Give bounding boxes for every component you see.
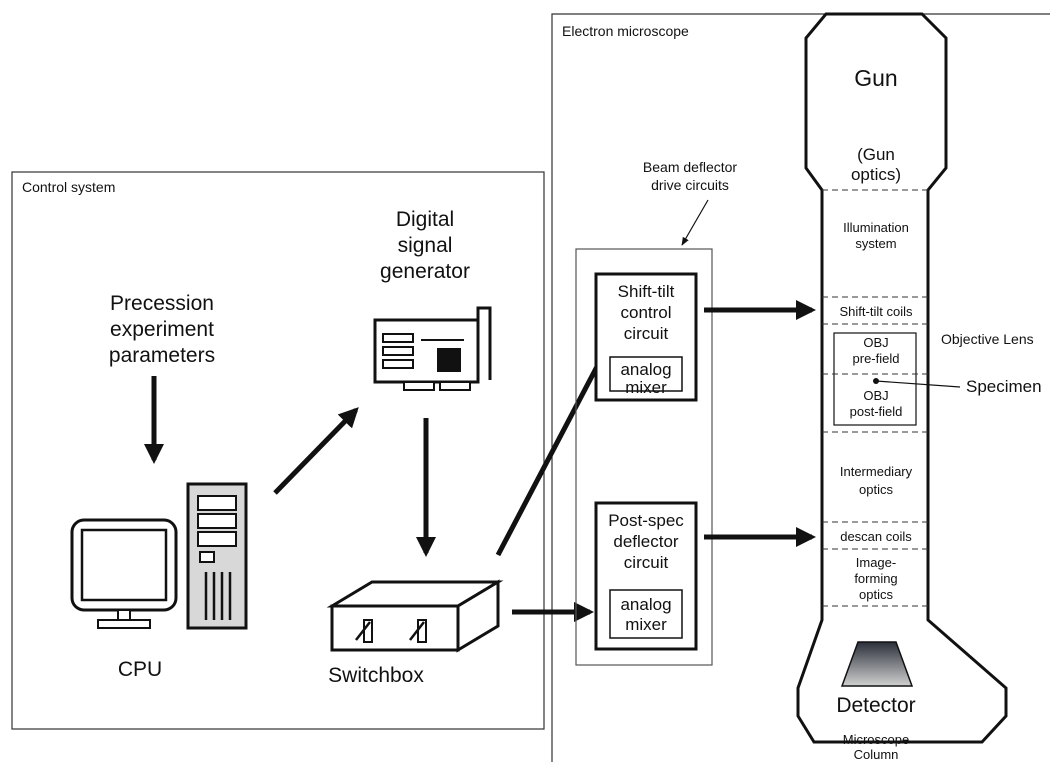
- post-spec-mixer-line2: mixer: [625, 615, 667, 634]
- expansion-card-icon: [373, 306, 492, 391]
- column-detector: Detector: [836, 694, 915, 717]
- shift-tilt-line1: Shift-tilt: [618, 282, 675, 301]
- dsg-label-line2: signal: [398, 234, 453, 257]
- shift-tilt-line3: circuit: [624, 324, 669, 343]
- column-illumination-line1: Illumination: [843, 220, 909, 235]
- precession-label-line1: Precession: [110, 292, 214, 315]
- obj-pre-line1: OBJ: [863, 335, 888, 350]
- objective-lens-box: [833, 332, 917, 426]
- objective-lens-label: Objective Lens: [941, 331, 1034, 347]
- shift-tilt-analog-mixer: [609, 356, 683, 392]
- detector-icon: [840, 641, 914, 687]
- precession-label-line2: experiment: [110, 318, 214, 341]
- beam-deflector-label-line1: Beam deflector: [643, 159, 737, 175]
- arrow-beam-deflector: [681, 199, 709, 246]
- specimen-label: Specimen: [966, 377, 1042, 396]
- control-system-panel: [11, 171, 545, 730]
- column-descan-coils: descan coils: [840, 529, 912, 544]
- column-shift-tilt-coils: Shift-tilt coils: [840, 304, 913, 319]
- cpu-label: CPU: [118, 658, 162, 681]
- switchbox-label: Switchbox: [328, 664, 424, 687]
- obj-post-line1: OBJ: [863, 388, 888, 403]
- obj-pre-line2: pre-field: [853, 351, 900, 366]
- dsg-label-line1: Digital: [396, 208, 454, 231]
- beam-deflector-label-line2: drive circuits: [651, 177, 729, 193]
- post-spec-line3: circuit: [624, 553, 669, 572]
- column-intermediary-line2: optics: [859, 482, 893, 497]
- dsg-label-line3: generator: [380, 260, 470, 283]
- specimen-leader: [875, 380, 961, 388]
- post-spec-line2: deflector: [613, 532, 679, 551]
- microscope-column-line2: Column: [854, 747, 899, 762]
- post-spec-line1: Post-spec: [608, 511, 684, 530]
- post-spec-mixer-line1: analog: [620, 595, 671, 614]
- microscope-column-line1: Microscope: [843, 732, 909, 747]
- computer-icon: [70, 482, 248, 630]
- column-intermediary-line1: Intermediary: [840, 464, 913, 479]
- shift-tilt-line2: control: [620, 303, 671, 322]
- column-image-forming-line3: optics: [859, 587, 893, 602]
- precession-label-line3: parameters: [109, 344, 215, 367]
- shift-tilt-mixer-line1: analog: [620, 360, 671, 379]
- column-image-forming-line1: Image-: [856, 555, 896, 570]
- column-gun: Gun: [854, 65, 897, 91]
- post-spec-analog-mixer: [609, 589, 683, 639]
- control-system-title: Control system: [22, 179, 115, 195]
- column-illumination-line2: system: [855, 236, 896, 251]
- beam-deflector-group: [575, 248, 713, 666]
- electron-microscope-title: Electron microscope: [562, 23, 689, 39]
- column-gun-optics-line2: optics): [851, 165, 901, 184]
- switchbox-icon: [326, 579, 504, 653]
- column-image-forming-line2: forming: [854, 571, 897, 586]
- microscope-column: [796, 12, 1008, 744]
- shift-tilt-mixer-line2: mixer: [625, 378, 667, 397]
- arrow-switchbox-to-shift-tilt: [495, 334, 615, 557]
- column-gun-optics-line1: (Gun: [857, 145, 895, 164]
- obj-post-line2: post-field: [850, 404, 903, 419]
- arrow-cpu-to-dsg: [273, 407, 359, 495]
